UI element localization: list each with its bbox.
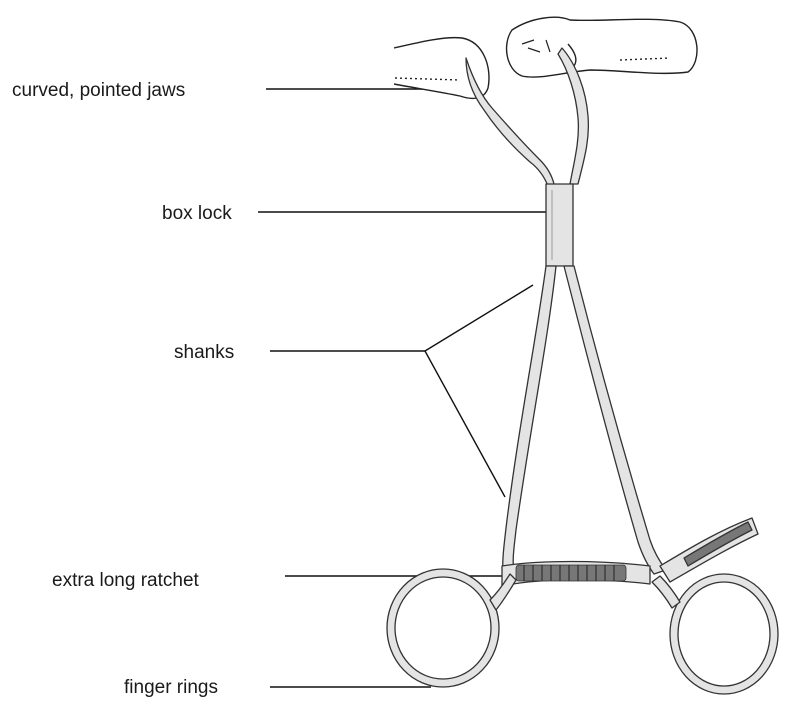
finger-ring-right: [652, 574, 778, 694]
leader-line-shanks-upper: [425, 285, 533, 351]
shank-right: [564, 266, 666, 574]
finger-ring-left: [387, 569, 516, 687]
box-lock: [546, 184, 573, 266]
shank-left: [503, 266, 556, 574]
ratchet-arm-right-teeth: [684, 522, 752, 566]
leader-line-shanks-lower: [425, 351, 505, 497]
tissue-right: [507, 17, 697, 77]
forceps: [387, 48, 778, 694]
